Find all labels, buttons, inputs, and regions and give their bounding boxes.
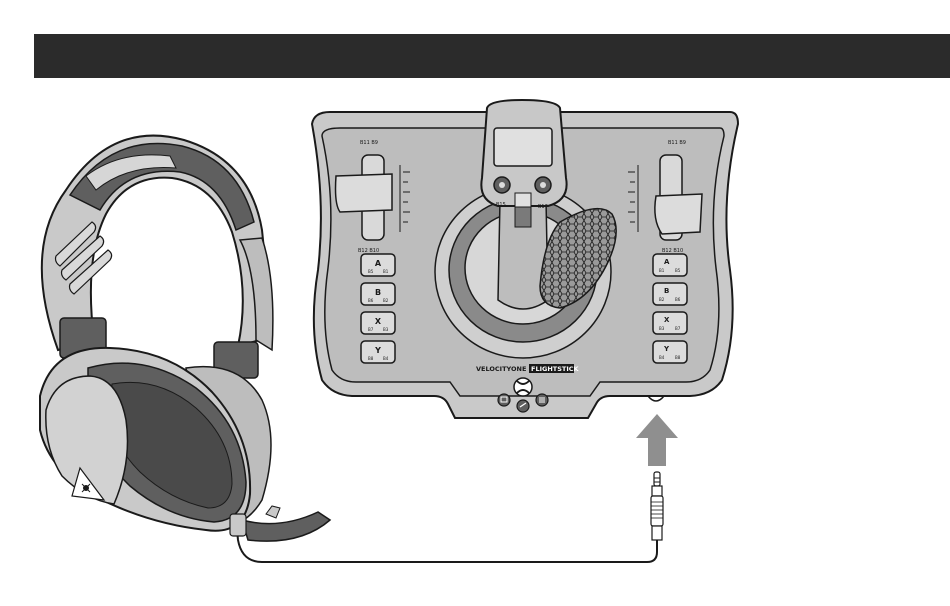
share-button-icon[interactable] bbox=[517, 400, 529, 412]
svg-text:B4: B4 bbox=[383, 356, 389, 361]
svg-text:A: A bbox=[375, 259, 382, 268]
svg-text:B4: B4 bbox=[659, 355, 665, 360]
left-button-y[interactable]: Y B8 B4 bbox=[361, 341, 395, 363]
menu-button-icon[interactable] bbox=[536, 394, 548, 406]
xbox-logo-icon[interactable] bbox=[514, 378, 532, 396]
left-throttle-top-label: B11 B9 bbox=[360, 140, 378, 146]
left-button-a[interactable]: A B5 B1 bbox=[361, 254, 395, 276]
right-button-x[interactable]: X B3 B7 bbox=[653, 312, 687, 334]
up-arrow-icon bbox=[636, 414, 678, 466]
view-button-icon[interactable] bbox=[498, 394, 510, 406]
stick-right-label: B17 bbox=[538, 204, 548, 210]
left-button-b[interactable]: B B6 B2 bbox=[361, 283, 395, 305]
audio-plug bbox=[651, 472, 663, 540]
svg-text:B6: B6 bbox=[368, 298, 374, 303]
svg-text:B3: B3 bbox=[383, 327, 389, 332]
svg-text:X: X bbox=[664, 316, 670, 324]
svg-text:B7: B7 bbox=[368, 327, 374, 332]
svg-text:B2: B2 bbox=[383, 298, 389, 303]
headset bbox=[40, 136, 330, 542]
svg-text:B: B bbox=[375, 288, 381, 297]
mic-boom[interactable] bbox=[242, 506, 330, 541]
left-button-x[interactable]: X B7 B3 bbox=[361, 312, 395, 334]
center-button[interactable] bbox=[515, 193, 531, 207]
trigger-grip[interactable] bbox=[515, 207, 531, 227]
svg-text:B5: B5 bbox=[675, 268, 681, 273]
svg-text:B: B bbox=[664, 287, 669, 295]
svg-text:B6: B6 bbox=[675, 297, 681, 302]
svg-text:Y: Y bbox=[663, 345, 670, 353]
svg-text:B1: B1 bbox=[659, 268, 665, 273]
stick-left-label: B15 bbox=[496, 202, 506, 208]
joystick-display bbox=[494, 128, 552, 166]
svg-text:Y: Y bbox=[374, 346, 381, 355]
right-button-b[interactable]: B B2 B6 bbox=[653, 283, 687, 305]
brand-product: FLIGHTSTICK bbox=[531, 365, 580, 373]
svg-text:B8: B8 bbox=[368, 356, 374, 361]
brand-name: VELOCITYONE bbox=[476, 365, 526, 373]
right-button-a[interactable]: A B1 B5 bbox=[653, 254, 687, 276]
svg-text:B3: B3 bbox=[659, 326, 665, 331]
svg-text:B5: B5 bbox=[368, 269, 374, 274]
right-button-y[interactable]: Y B4 B8 bbox=[653, 341, 687, 363]
svg-text:A: A bbox=[664, 258, 670, 266]
svg-text:B7: B7 bbox=[675, 326, 681, 331]
svg-text:X: X bbox=[375, 317, 382, 326]
flightstick-controller: B11 B9 B12 B10 B11 B9 B12 B10 A B5 B1 bbox=[312, 100, 738, 418]
svg-text:B2: B2 bbox=[659, 297, 665, 302]
right-throttle-bottom-label: B12 B10 bbox=[662, 248, 683, 254]
right-throttle-top-label: B11 B9 bbox=[668, 140, 686, 146]
svg-text:B8: B8 bbox=[675, 355, 681, 360]
turtle-beach-logo-icon bbox=[82, 484, 90, 492]
left-throttle-bottom-label: B12 B10 bbox=[358, 248, 379, 254]
svg-text:B1: B1 bbox=[383, 269, 389, 274]
